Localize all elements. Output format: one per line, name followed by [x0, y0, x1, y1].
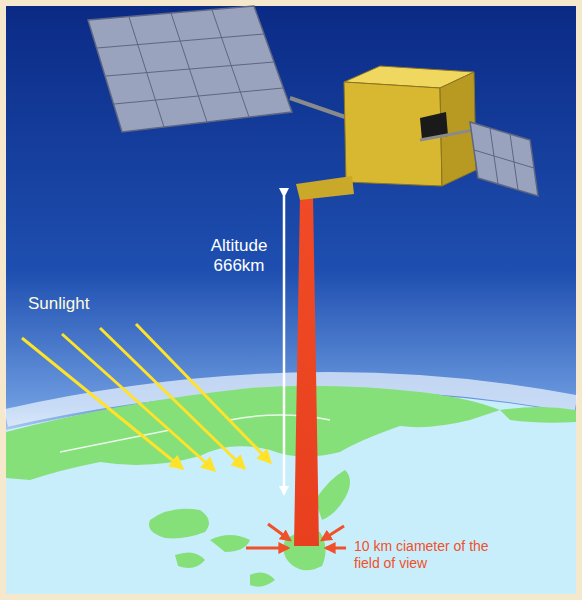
sunlight-label: Sunlight	[28, 294, 138, 314]
field-of-view-label: 10 km ciameter of the field of view	[354, 538, 504, 572]
altitude-label: Altitude 666km	[200, 236, 278, 277]
